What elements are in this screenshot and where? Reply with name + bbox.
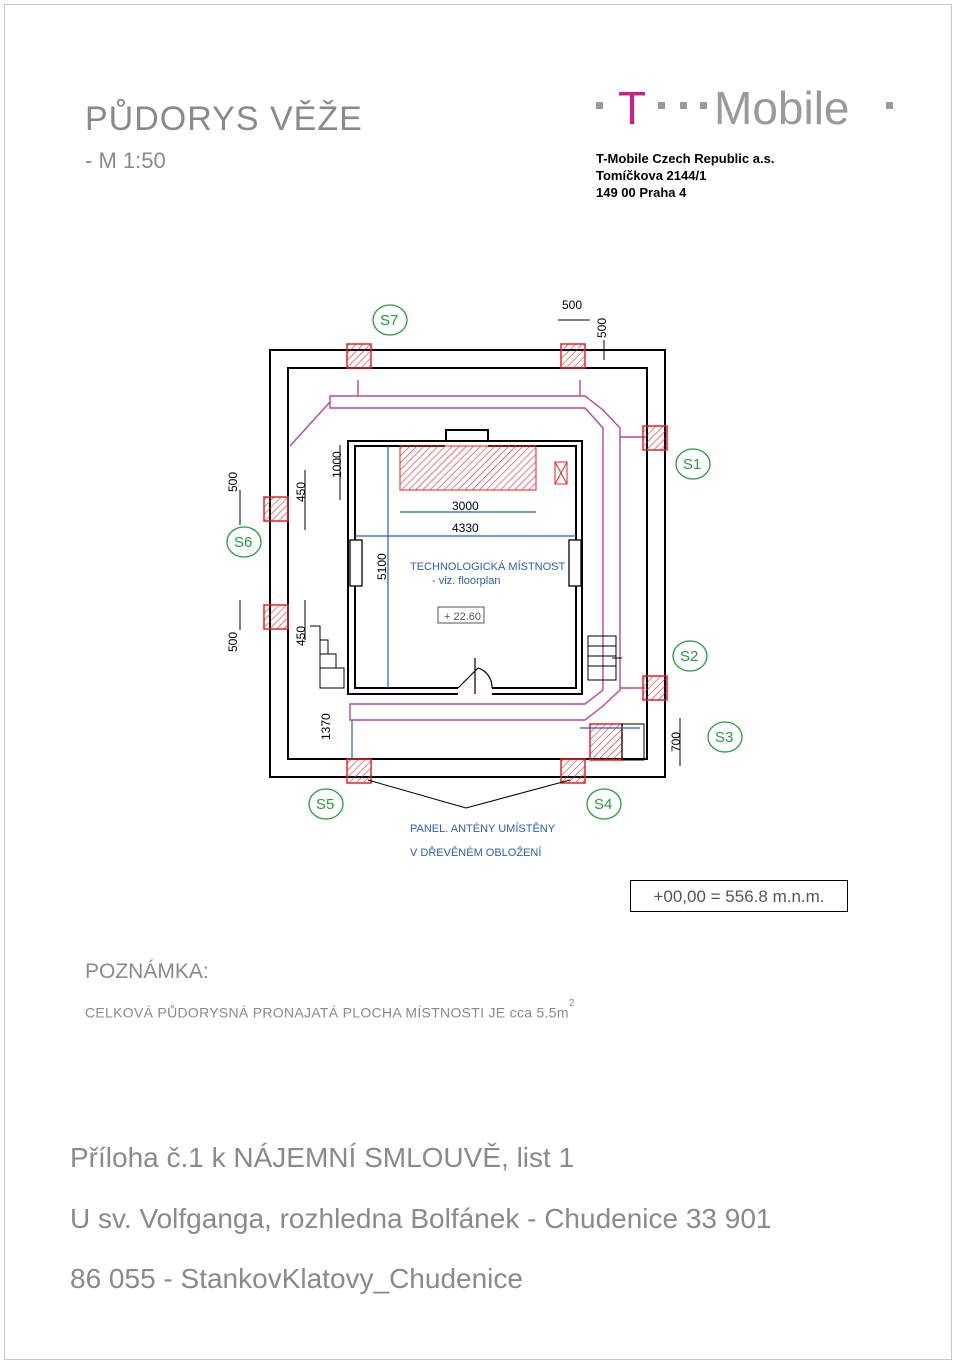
dim-500-left-top: 500 — [226, 472, 240, 492]
floor-plan: 500 500 500 500 450 450 1000 5100 3000 4… — [226, 298, 743, 859]
dim-700: 700 — [669, 732, 683, 752]
note-superscript: 2 — [568, 998, 575, 1009]
dim-1370: 1370 — [319, 713, 333, 740]
room-label-2: - viz. floorplan — [432, 575, 500, 587]
svg-text:S4: S4 — [594, 796, 612, 813]
svg-text:S1: S1 — [683, 456, 701, 473]
sector-s3: S3 — [707, 721, 743, 753]
equipment-area — [399, 445, 537, 491]
sector-s4: S4 — [586, 788, 622, 820]
dim-4330: 4330 — [452, 521, 479, 535]
sector-s2: S2 — [672, 640, 708, 672]
panel-label-1: PANEL. ANTÉNY UMÍSTĚNY — [410, 822, 556, 835]
svg-text:S7: S7 — [380, 312, 398, 329]
logo-wordmark: Mobile — [714, 82, 850, 130]
company-address: T-Mobile Czech Republic a.s. Tomíčkova 2… — [596, 150, 774, 201]
t-mobile-logo: T Mobile — [596, 82, 893, 130]
outer-wall — [269, 349, 666, 778]
note-text: CELKOVÁ PŮDORYSNÁ PRONAJATÁ PLOCHA MÍSTN… — [85, 998, 575, 1021]
footer-site-name: U sv. Volfganga, rozhledna Bolfánek - Ch… — [70, 1203, 772, 1234]
dim-500-top: 500 — [562, 298, 582, 312]
drawing-scale: - M 1:50 — [85, 148, 166, 173]
room-label-1: TECHNOLOGICKÁ MÍSTNOST — [410, 560, 566, 573]
dim-5100: 5100 — [375, 553, 389, 580]
dim-500-left-bottom: 500 — [226, 632, 240, 652]
stairs-left — [310, 625, 345, 689]
door — [457, 658, 493, 694]
dim-1000: 1000 — [330, 451, 344, 478]
level-label: + 22.60 — [444, 611, 481, 623]
logo-t-letter: T — [618, 82, 646, 130]
dim-450-bottom: 450 — [294, 626, 308, 646]
dim-3000: 3000 — [452, 499, 479, 513]
panel-label-2: V DŘEVĚNÉM OBLOŽENÍ — [410, 846, 542, 859]
sheet-border — [4, 4, 952, 1360]
sector-s5: S5 — [308, 788, 344, 820]
dimension-lines — [351, 446, 640, 760]
antenna-positions — [263, 343, 668, 784]
drawing-title: PŮDORYS VĚŽE — [85, 100, 363, 138]
svg-text:S5: S5 — [316, 796, 334, 813]
dim-500-top-v: 500 — [595, 318, 609, 338]
cable-tray — [289, 380, 645, 721]
note-heading: POZNÁMKA: — [85, 960, 209, 983]
sector-s1: S1 — [675, 448, 711, 480]
stairs-right — [587, 635, 622, 681]
company-city: 149 00 Praha 4 — [596, 185, 687, 200]
footer-site-id: 86 055 - StankovKlatovy_Chudenice — [70, 1263, 523, 1294]
sector-s6: S6 — [226, 526, 262, 558]
company-name: T-Mobile Czech Republic a.s. — [596, 151, 775, 166]
footer-attachment: Příloha č.1 k NÁJEMNÍ SMLOUVĚ, list 1 — [70, 1142, 575, 1173]
elevation-box: +00,00 = 556.8 m.n.m. — [630, 880, 848, 912]
sector-s7: S7 — [372, 304, 408, 336]
note-body: CELKOVÁ PŮDORYSNÁ PRONAJATÁ PLOCHA MÍSTN… — [85, 1004, 569, 1021]
svg-text:S3: S3 — [715, 729, 733, 746]
svg-text:S6: S6 — [234, 534, 252, 551]
dim-450-top: 450 — [294, 482, 308, 502]
company-street: Tomíčkova 2144/1 — [596, 168, 707, 183]
svg-text:S2: S2 — [680, 648, 698, 665]
